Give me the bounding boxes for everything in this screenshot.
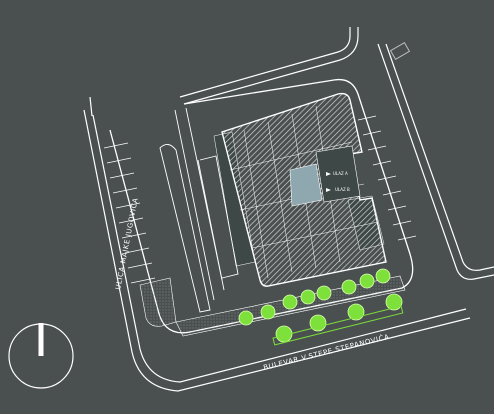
tree-icon (316, 285, 332, 301)
site-boundary (109, 78, 414, 334)
tree-icon (375, 268, 391, 284)
courtyard-label-b: ULAZ B (335, 187, 350, 192)
building (221, 92, 387, 287)
north-arrow-icon (8, 323, 74, 389)
tree-icon (359, 273, 375, 289)
corner-mark (389, 41, 411, 61)
tree-icon (275, 325, 293, 343)
tree-icon (260, 304, 276, 320)
road-outlines (83, 27, 494, 392)
tree-icon (238, 310, 254, 326)
ramp (159, 107, 239, 313)
tree-icon (300, 289, 316, 305)
courtyard-dark (315, 145, 361, 203)
trees (238, 268, 403, 343)
courtyard (289, 163, 323, 207)
parking-right (357, 115, 417, 241)
tree-icon (341, 279, 357, 295)
planter-strip (272, 305, 404, 346)
entrance-markers (326, 172, 331, 192)
courtyard-label-a: ULAZ A (333, 171, 348, 176)
tree-icon (282, 294, 298, 310)
tree-icon (385, 293, 403, 311)
tree-icon (309, 314, 327, 332)
parking-left (103, 142, 156, 284)
street-label-left: ULICA MAJKE JUGOVIĆA (113, 197, 140, 291)
